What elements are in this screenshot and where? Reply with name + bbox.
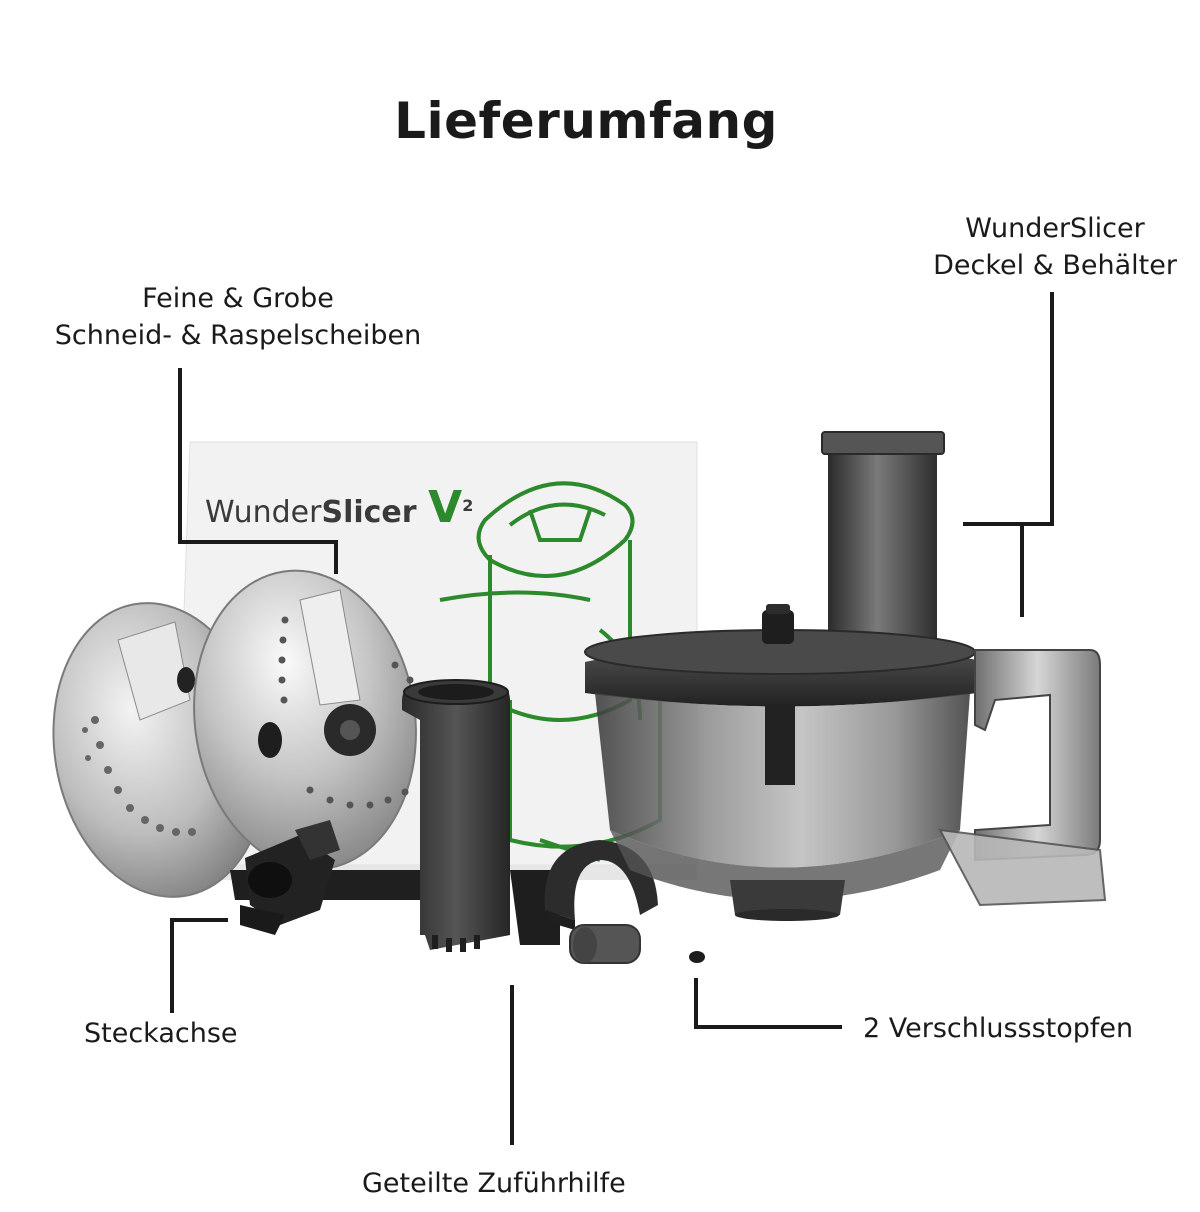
label-axle: Steckachse bbox=[84, 1015, 238, 1052]
leader-discs-vertical bbox=[178, 368, 182, 543]
label-plugs-text: 2 Verschlussstopfen bbox=[863, 1013, 1134, 1044]
grating-disc-coarse bbox=[193, 569, 424, 871]
leader-axle-vertical bbox=[170, 918, 174, 1013]
label-axle-text: Steckachse bbox=[84, 1018, 238, 1049]
leader-container-vertical bbox=[1050, 292, 1054, 526]
brand-version-badge: V bbox=[428, 482, 463, 533]
brand-logo: WunderSlicer V2 bbox=[205, 482, 473, 533]
leader-pusher-vertical bbox=[510, 985, 514, 1145]
leader-container-horizontal bbox=[963, 522, 1054, 526]
brand-word-regular: Wunder bbox=[205, 495, 322, 530]
label-discs: Feine & Grobe Schneid- & Raspelscheiben bbox=[0, 280, 476, 354]
label-container: WunderSlicer Deckel & Behälter bbox=[900, 210, 1200, 284]
label-plugs: 2 Verschlussstopfen bbox=[863, 1010, 1133, 1047]
axle-part bbox=[240, 820, 340, 935]
leader-plugs-vertical bbox=[694, 978, 698, 1029]
label-pusher-text: Geteilte Zuführhilfe bbox=[362, 1168, 626, 1199]
brand-version-number: 2 bbox=[462, 496, 474, 515]
brand-word-bold: Slicer bbox=[321, 495, 417, 530]
sealing-plug bbox=[689, 951, 705, 963]
page-title: Lieferumfang bbox=[394, 92, 778, 150]
leader-axle-horizontal bbox=[170, 918, 228, 922]
label-discs-line2: Schneid- & Raspelscheiben bbox=[54, 320, 422, 351]
leader-discs-drop bbox=[334, 540, 338, 574]
label-container-line2: Deckel & Behälter bbox=[933, 250, 1177, 281]
food-processor bbox=[584, 431, 1107, 921]
label-pusher: Geteilte Zuführhilfe bbox=[362, 1165, 626, 1202]
label-discs-line1: Feine & Grobe bbox=[142, 283, 334, 314]
leader-plugs-horizontal bbox=[694, 1025, 842, 1029]
leader-discs-horizontal bbox=[178, 540, 338, 544]
label-container-line1: WunderSlicer bbox=[965, 213, 1145, 244]
leader-container-drop bbox=[1020, 522, 1024, 617]
